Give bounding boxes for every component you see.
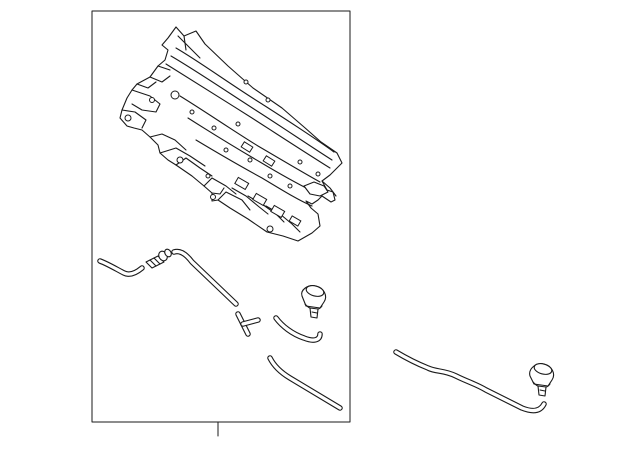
washer-hose-lower: [270, 358, 340, 408]
hose-connector: [146, 248, 173, 268]
nozzle-hose: [276, 318, 320, 340]
cowl-panel: [120, 27, 342, 241]
washer-nozzle-2: [530, 362, 554, 396]
washer-nozzle: [302, 284, 326, 318]
washer-hose-center: [174, 251, 236, 304]
washer-hose-left: [100, 261, 142, 274]
t-connector: [238, 314, 258, 334]
group-box: [92, 11, 350, 436]
washer-hose-long: [396, 352, 544, 411]
